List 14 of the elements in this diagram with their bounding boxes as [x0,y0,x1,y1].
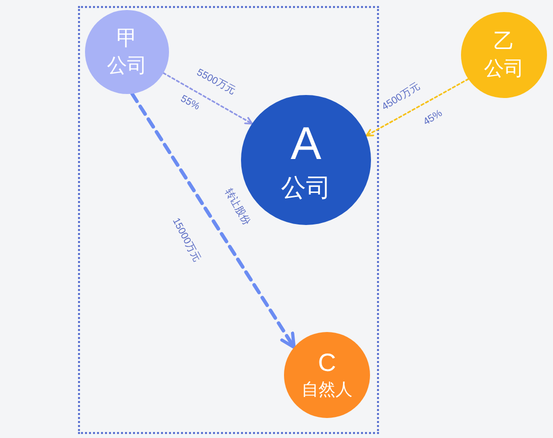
node-title: A [290,118,322,169]
edge-label: 4500万元 [380,81,422,113]
arrow-note: 转让股份 [222,186,252,228]
node-subtitle: 公司 [484,58,524,80]
node-subtitle: 公司 [107,54,147,77]
node-subtitle: 公司 [281,174,331,202]
arrow-note: 45% [422,108,444,128]
node-title: C [318,350,336,378]
node-title: 甲 [116,27,138,51]
arrow [162,72,253,124]
arrow [130,92,296,350]
node-title: 乙 [494,30,514,54]
arrow [366,78,470,136]
node-subtitle: 自然人 [302,380,352,400]
